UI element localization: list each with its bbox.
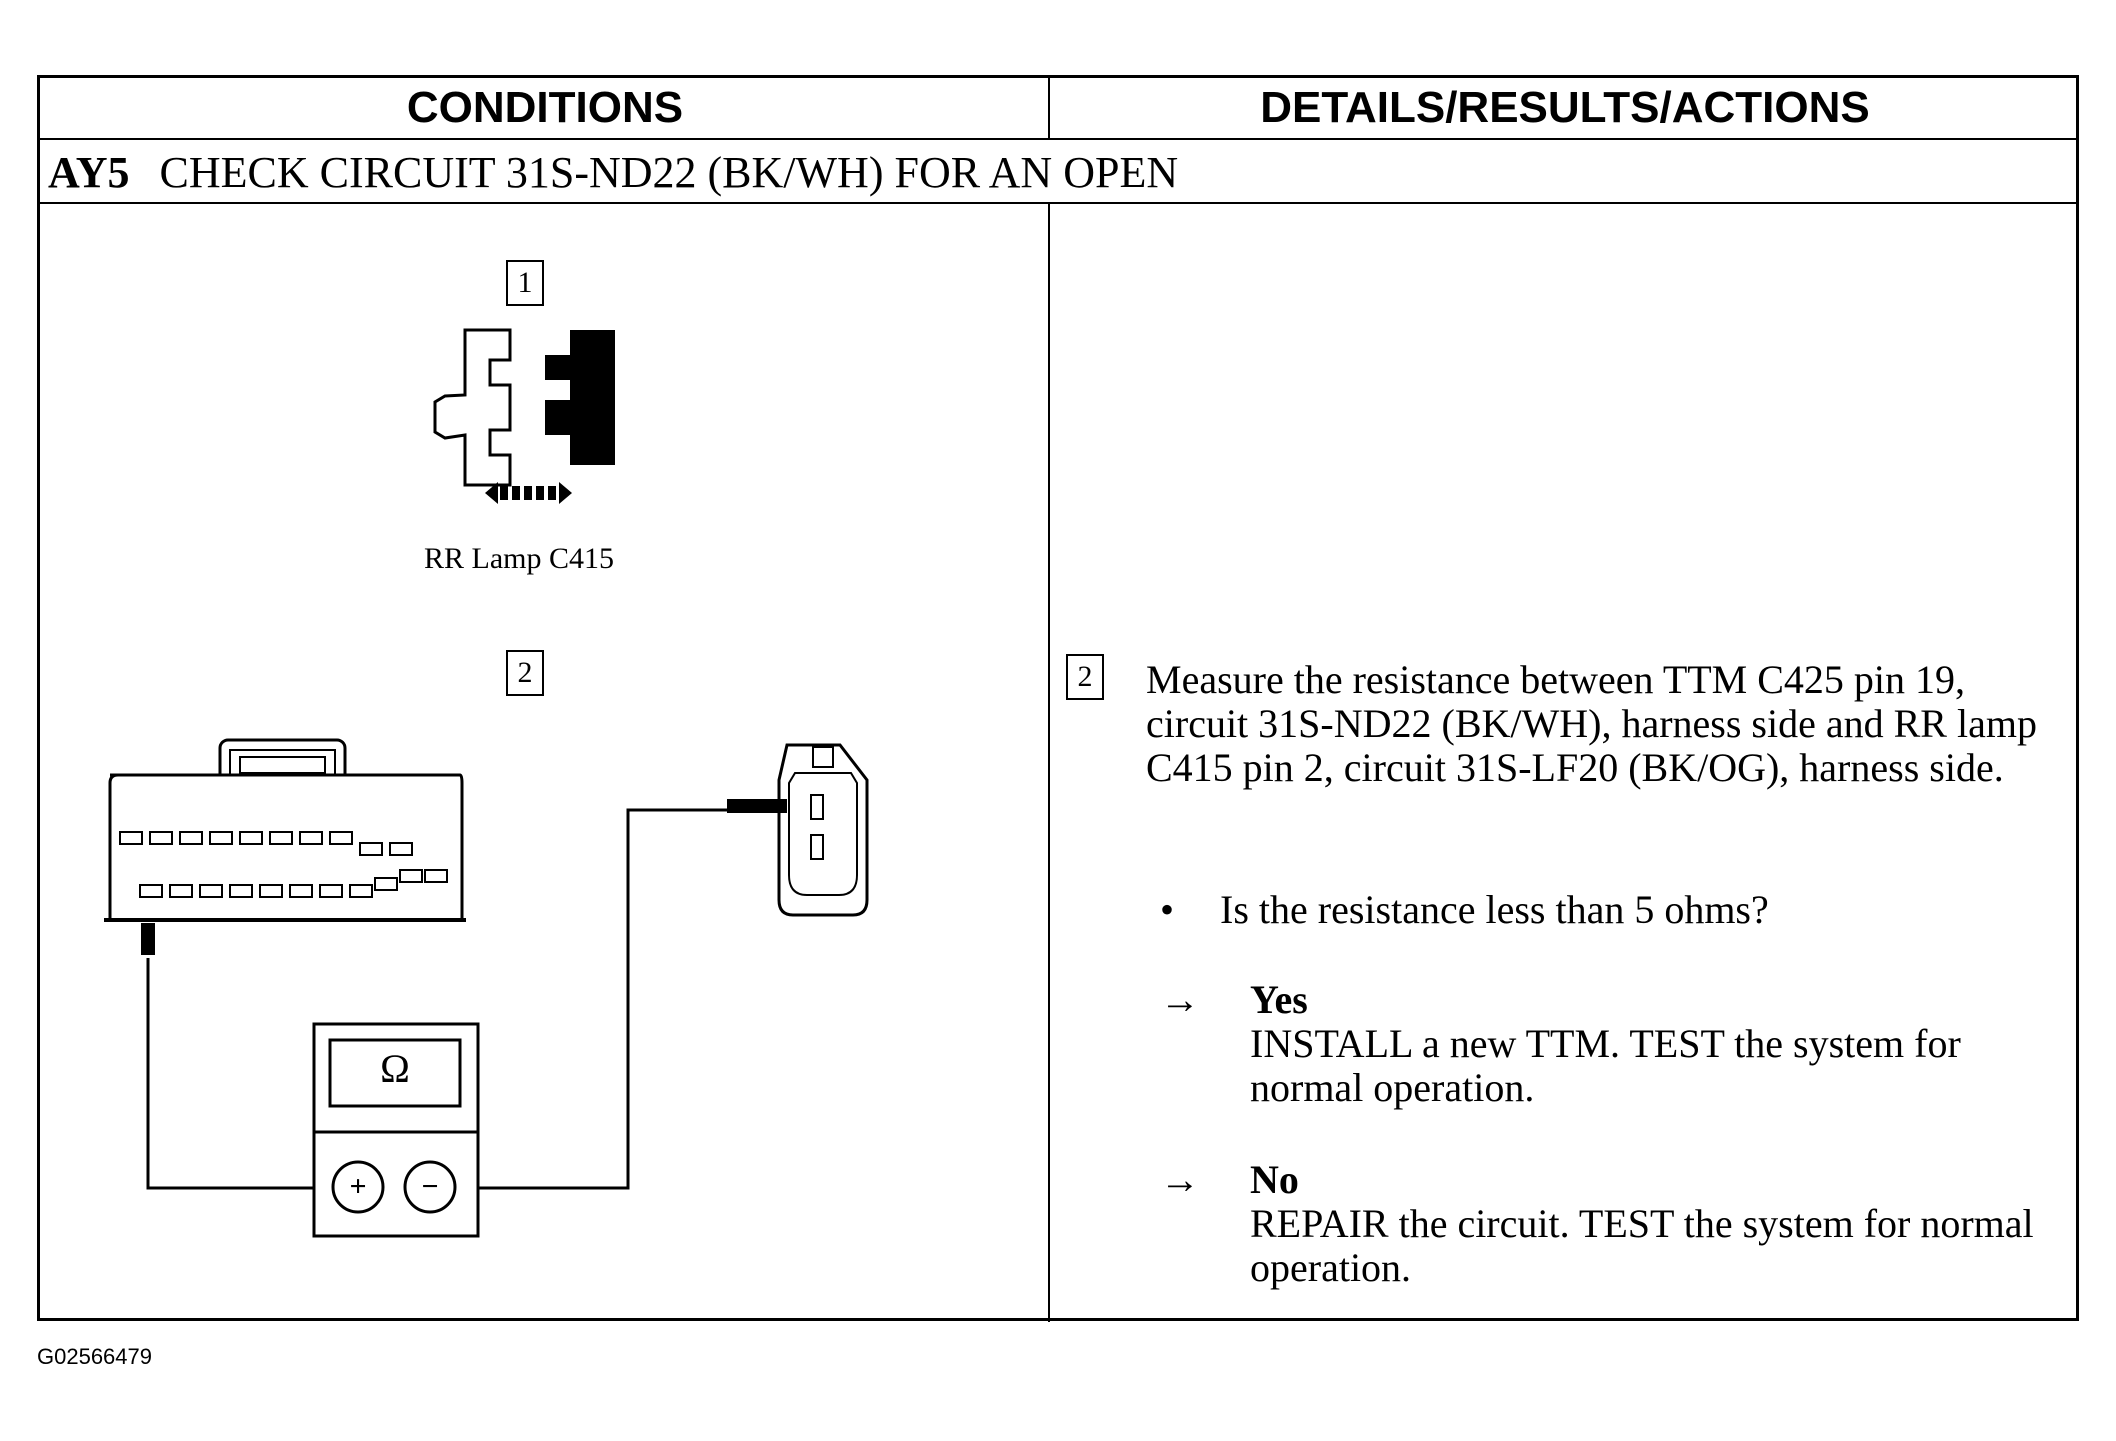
- figure-id: G02566479: [37, 1344, 152, 1369]
- diagnostic-table: CONDITIONS DETAILS/RESULTS/ACTIONS AY5 C…: [37, 75, 2079, 1322]
- ohm-symbol: Ω: [380, 1046, 410, 1091]
- column-divider: [1048, 202, 1050, 1322]
- step-title: AY5 CHECK CIRCUIT 31S-ND22 (BK/WH) FOR A…: [48, 142, 1178, 202]
- result-label: No: [1250, 1157, 1299, 1202]
- figure1-number-box: 1: [506, 260, 544, 306]
- measure-text: Measure the resistance between TTM C425 …: [1146, 657, 2037, 790]
- rr-lamp-connector-diagram: [727, 743, 869, 917]
- figure2-number-box: 2: [506, 650, 544, 696]
- step-title-text: CHECK CIRCUIT 31S-ND22 (BK/WH) FOR AN OP…: [159, 147, 1179, 197]
- details-number-box: 2: [1066, 654, 1104, 700]
- arrow-right-head: [559, 482, 572, 504]
- bullet: •: [1160, 887, 1175, 932]
- header-divider: [40, 138, 2076, 140]
- result-text: REPAIR the circuit. TEST the system for …: [1250, 1201, 2034, 1290]
- step-divider: [40, 202, 2076, 204]
- figure1-caption: RR Lamp C415: [424, 542, 615, 575]
- result-text: INSTALL a new TTM. TEST the system for n…: [1250, 1021, 1961, 1110]
- arrow-icon: →: [1160, 977, 1200, 1022]
- arrow-left-head: [485, 482, 498, 504]
- positive-terminal: [331, 1160, 385, 1214]
- minus-symbol: −: [421, 1170, 439, 1203]
- plus-symbol: +: [349, 1170, 367, 1203]
- negative-terminal: [403, 1160, 457, 1214]
- connector-half-solid: [545, 330, 615, 465]
- details-header: DETAILS/RESULTS/ACTIONS: [1260, 83, 1870, 132]
- question-text: Is the resistance less than 5 ohms?: [1220, 887, 1769, 932]
- question-row: • Is the resistance less than 5 ohms?: [1160, 886, 1769, 933]
- header-column-divider: [1048, 78, 1050, 138]
- ttm-connector-diagram: [104, 738, 466, 955]
- connector-half-outline: [433, 328, 512, 487]
- result-label: Yes: [1250, 977, 1308, 1022]
- measure-instruction: Measure the resistance between TTM C425 …: [1146, 658, 2066, 790]
- connector-disconnect-diagram: [433, 328, 615, 504]
- step-number: AY5: [48, 147, 130, 197]
- ohmmeter: [312, 1022, 480, 1238]
- arrow-icon: →: [1160, 1157, 1200, 1202]
- conditions-header: CONDITIONS: [406, 83, 684, 132]
- meter-display: [328, 1038, 462, 1108]
- lamp-probe: [727, 799, 787, 813]
